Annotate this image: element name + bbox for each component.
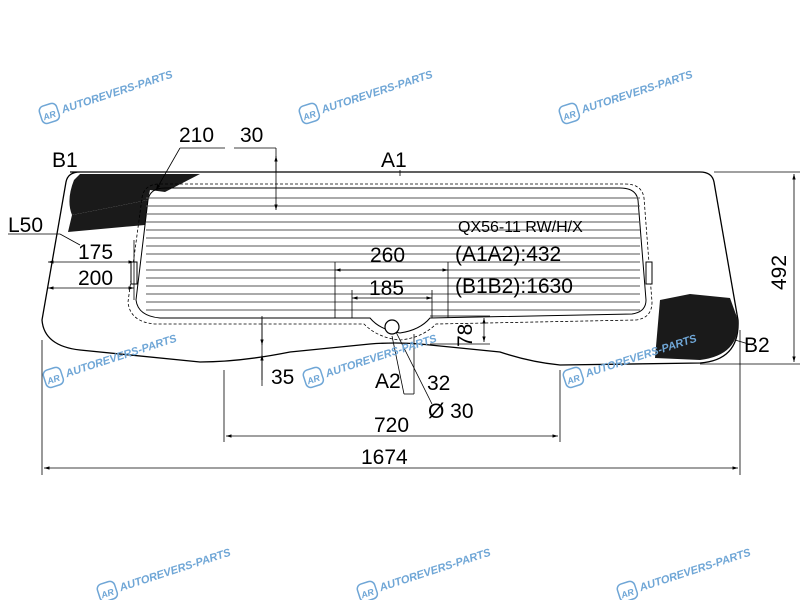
watermark-text: AUTOREVERS-PARTS bbox=[579, 69, 695, 117]
connector-right bbox=[645, 261, 653, 285]
label-a2: A2 bbox=[375, 370, 401, 393]
watermark-logo-icon bbox=[38, 102, 61, 125]
dim-175: 175 bbox=[78, 241, 113, 264]
watermark-logo-text: AR bbox=[99, 587, 116, 600]
watermark-logo-text: AR bbox=[619, 587, 636, 600]
watermark-text: AUTOREVERS-PARTS bbox=[319, 69, 435, 117]
watermark-logo-text: AR bbox=[565, 373, 582, 387]
watermark-logo-text: AR bbox=[301, 109, 318, 123]
measurement-b1b2: (B1B2):1630 bbox=[455, 275, 573, 298]
black-band-left-lower bbox=[68, 200, 148, 232]
black-band-right bbox=[655, 294, 739, 360]
dim-260: 260 bbox=[370, 244, 405, 267]
watermark-logo-icon bbox=[42, 366, 65, 389]
dim-200: 200 bbox=[78, 267, 113, 290]
watermark-logo-text: AR bbox=[305, 373, 322, 387]
watermark-text: AUTOREVERS-PARTS bbox=[637, 547, 753, 595]
watermark-logo-icon bbox=[302, 366, 325, 389]
watermark-logo-text: AR bbox=[41, 109, 58, 123]
watermark-logo-icon bbox=[298, 102, 321, 125]
heating-lines bbox=[146, 197, 640, 311]
heating-area-outline bbox=[135, 187, 647, 334]
watermark-logo-icon bbox=[562, 366, 585, 389]
measurement-a1a2: (A1A2):432 bbox=[455, 243, 561, 266]
watermark-text: AUTOREVERS-PARTS bbox=[117, 547, 233, 595]
label-b2: B2 bbox=[744, 334, 770, 357]
hole bbox=[384, 319, 400, 335]
label-a1: A1 bbox=[381, 149, 407, 172]
watermark-logo-text: AR bbox=[45, 373, 62, 387]
label-l50: L50 bbox=[8, 214, 43, 237]
dim-185: 185 bbox=[369, 277, 404, 300]
dim-diameter: Ø 30 bbox=[428, 400, 474, 423]
dim-78: 78 bbox=[454, 324, 477, 347]
label-b1: B1 bbox=[52, 149, 78, 172]
part-code: QX56-11 RW/H/X bbox=[458, 219, 583, 236]
watermark-logo-icon bbox=[558, 102, 581, 125]
dim-720: 720 bbox=[374, 414, 409, 437]
dim-492: 492 bbox=[768, 255, 791, 290]
dim-1674: 1674 bbox=[361, 446, 408, 469]
watermark-logo-text: AR bbox=[359, 587, 376, 600]
watermark-text: AUTOREVERS-PARTS bbox=[377, 547, 493, 595]
dim-30-top: 30 bbox=[240, 124, 263, 147]
dim-210: 210 bbox=[179, 124, 214, 147]
watermark-logo-text: AR bbox=[561, 109, 578, 123]
watermark-text: AUTOREVERS-PARTS bbox=[59, 69, 175, 117]
dim-35: 35 bbox=[271, 366, 294, 389]
dim-32: 32 bbox=[427, 372, 450, 395]
